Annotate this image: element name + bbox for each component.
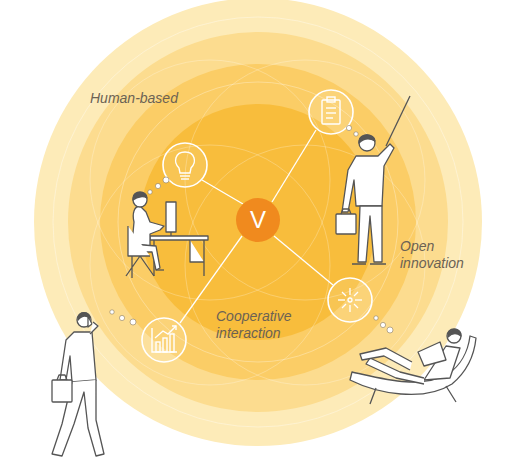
illustration-stroke xyxy=(142,318,186,362)
illustration-stroke xyxy=(346,125,351,130)
illustration-stroke xyxy=(448,329,461,337)
illustration-stroke xyxy=(326,117,333,118)
illustration-stroke xyxy=(370,386,456,404)
illustration-stroke xyxy=(90,322,98,334)
lounging-figure xyxy=(350,329,476,404)
concept-label: Open innovation xyxy=(400,238,484,272)
illustration-stroke xyxy=(90,145,330,385)
illustration-stroke xyxy=(163,338,167,352)
center-letter: V xyxy=(250,208,266,232)
illustration-stroke xyxy=(349,288,350,295)
illustration-stroke xyxy=(119,315,124,320)
illustration-stroke xyxy=(418,342,446,366)
illustration-stroke xyxy=(150,236,208,240)
illustration-stroke xyxy=(163,143,207,187)
icon-circles xyxy=(142,90,372,362)
clipboard-icon xyxy=(322,97,340,124)
illustration-stroke xyxy=(88,316,92,327)
illustration-stroke xyxy=(352,263,386,264)
illustration-stroke xyxy=(354,132,358,136)
illustration-stroke xyxy=(342,292,346,296)
illustration-stroke xyxy=(272,130,316,202)
illustration-stroke xyxy=(336,214,356,234)
illustration-stroke xyxy=(447,329,461,343)
illustration-stroke xyxy=(358,206,382,262)
illustration-stroke xyxy=(350,336,476,394)
illustration-stroke xyxy=(326,112,336,113)
illustration-stroke xyxy=(100,64,416,380)
illustration-stroke xyxy=(172,326,176,330)
presenter-figure xyxy=(336,96,410,264)
illustration-stroke xyxy=(360,348,412,370)
lightbulb-icon xyxy=(176,152,195,179)
illustration-stroke xyxy=(359,135,375,143)
illustration-stroke xyxy=(154,240,204,276)
center-circle: V xyxy=(236,198,280,242)
illustration-stroke xyxy=(53,17,463,427)
thought-dots xyxy=(110,125,393,333)
illustration-stroke xyxy=(110,310,114,314)
illustration-stroke xyxy=(34,0,482,446)
illustration-stroke xyxy=(387,327,393,333)
illustration-stroke xyxy=(155,183,160,188)
illustration-stroke xyxy=(309,90,353,134)
illustration-stroke xyxy=(342,304,346,308)
illustration-stroke xyxy=(338,299,345,300)
illustration-stroke xyxy=(348,298,352,302)
illustration-stroke xyxy=(148,190,152,194)
woman-at-desk-figure xyxy=(126,192,208,278)
illustration-stroke xyxy=(380,322,385,327)
illustration-stroke xyxy=(328,278,372,322)
illustration-stroke xyxy=(341,209,351,214)
illustration-stroke xyxy=(130,319,136,325)
illustration-stroke xyxy=(181,178,189,179)
illustration-stroke xyxy=(326,107,336,108)
illustration-stroke xyxy=(354,304,358,308)
concept-label: Cooperative interaction xyxy=(216,308,308,342)
illustration-stroke xyxy=(126,226,154,278)
illustration-stroke xyxy=(322,100,340,124)
illustration-stroke xyxy=(386,96,410,146)
illustration-stroke xyxy=(133,193,147,207)
chart-icon xyxy=(152,326,177,352)
illustration-stroke xyxy=(57,375,67,380)
illustration-stroke xyxy=(118,82,398,362)
illustration-stroke xyxy=(133,192,147,200)
illustration-stroke xyxy=(374,316,378,320)
illustration-stroke xyxy=(68,32,448,412)
concept-label: Human-based xyxy=(90,90,200,107)
illustration-stroke xyxy=(176,152,195,173)
walking-man-figure xyxy=(52,313,104,456)
illustration-stroke xyxy=(166,202,176,232)
illustration-stroke xyxy=(156,342,160,352)
illustration-stroke xyxy=(77,313,91,327)
illustration-stroke xyxy=(52,380,104,456)
illustration-stroke xyxy=(354,292,358,296)
illustration-stroke xyxy=(327,97,335,102)
illustration-stroke xyxy=(349,305,350,312)
illustration-stroke xyxy=(342,144,394,212)
circle-fill xyxy=(236,198,280,242)
illustration-stroke xyxy=(170,334,174,352)
illustration-stroke xyxy=(155,326,176,338)
illustration-stroke xyxy=(202,180,243,204)
illustration-stroke xyxy=(156,269,164,270)
illustration-stroke xyxy=(163,177,169,183)
sparkle-icon xyxy=(338,288,362,312)
illustration-stroke xyxy=(52,380,72,402)
illustration-stroke xyxy=(355,299,362,300)
illustration-stroke xyxy=(274,236,333,285)
concentric-rings xyxy=(34,0,482,446)
illustration-stroke xyxy=(180,175,190,176)
illustration-stroke xyxy=(140,104,376,340)
illustration-stroke xyxy=(359,135,375,151)
